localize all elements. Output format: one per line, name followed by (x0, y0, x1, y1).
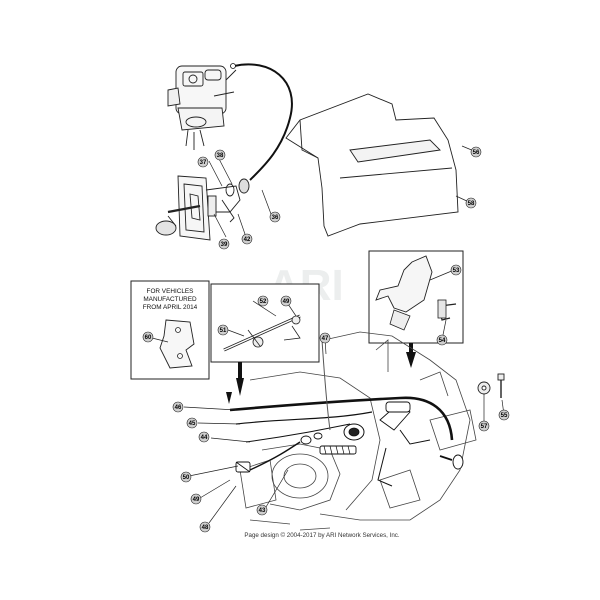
svg-text:46: 46 (175, 405, 182, 411)
svg-text:52: 52 (260, 299, 267, 305)
svg-text:36: 36 (272, 215, 279, 221)
svg-text:54: 54 (439, 338, 446, 344)
note-line-3: FROM APRIL 2014 (143, 304, 198, 311)
svg-text:47: 47 (322, 336, 329, 342)
svg-text:45: 45 (189, 421, 196, 427)
callout-54: 54 (436, 334, 448, 346)
svg-text:43: 43 (259, 508, 266, 514)
svg-text:44: 44 (201, 435, 208, 441)
svg-text:48: 48 (202, 525, 209, 531)
svg-text:51: 51 (220, 328, 227, 334)
callout-45: 45 (186, 417, 198, 429)
callout-46: 46 (172, 401, 184, 413)
springs-and-rods (235, 401, 464, 487)
svg-text:57: 57 (481, 424, 488, 430)
svg-text:39: 39 (221, 242, 228, 248)
bolt-and-washer (477, 373, 505, 398)
callout-42: 42 (241, 233, 253, 245)
pedal-bracket-detail-box (368, 250, 464, 344)
callout-50: 50 (180, 471, 192, 483)
chassis-drawing (239, 331, 477, 531)
callout-48: 48 (199, 521, 211, 533)
callout-58: 58 (465, 197, 477, 209)
svg-text:58: 58 (468, 201, 475, 207)
callout-36: 36 (269, 211, 281, 223)
choke-knob-assembly (155, 175, 250, 241)
svg-text:60: 60 (145, 335, 152, 341)
linkage-cables (229, 339, 454, 471)
svg-text:49: 49 (193, 497, 200, 503)
callout-38: 38 (214, 149, 226, 161)
linkage-detail-box (210, 283, 320, 363)
callout-37: 37 (197, 156, 209, 168)
copyright-credit: Page design © 2004-2017 by ARI Network S… (244, 532, 399, 539)
floor-panel (285, 93, 459, 237)
callout-53: 53 (450, 264, 462, 276)
svg-text:37: 37 (200, 160, 207, 166)
bracket-60 (159, 319, 195, 369)
variant-note-box: FOR VEHICLES MANUFACTURED FROM APRIL 201… (130, 280, 210, 380)
callout-55: 55 (498, 409, 510, 421)
note-line-1: FOR VEHICLES (147, 288, 194, 295)
callout-39: 39 (218, 238, 230, 250)
svg-text:55: 55 (501, 413, 508, 419)
callouts: 36 37 38 39 42 43 44 45 46 47 48 49 49 5… (142, 146, 510, 533)
svg-text:42: 42 (244, 237, 251, 243)
callout-49-detail: 49 (280, 295, 292, 307)
callout-43: 43 (256, 504, 268, 516)
callout-57: 57 (478, 420, 490, 432)
callout-44: 44 (198, 431, 210, 443)
callout-51: 51 (217, 324, 229, 336)
svg-text:49: 49 (283, 299, 290, 305)
svg-text:56: 56 (473, 150, 480, 156)
callout-52: 52 (257, 295, 269, 307)
svg-text:38: 38 (217, 153, 224, 159)
callout-60: 60 (142, 331, 154, 343)
svg-text:50: 50 (183, 475, 190, 481)
carburetor-assembly (167, 65, 237, 150)
svg-text:53: 53 (453, 268, 460, 274)
callout-56: 56 (470, 146, 482, 158)
note-line-2: MANUFACTURED (143, 296, 197, 303)
callout-49-main: 49 (190, 493, 202, 505)
callout-47: 47 (319, 332, 331, 344)
detail-arrows (226, 343, 416, 404)
throttle-cable (233, 63, 293, 181)
